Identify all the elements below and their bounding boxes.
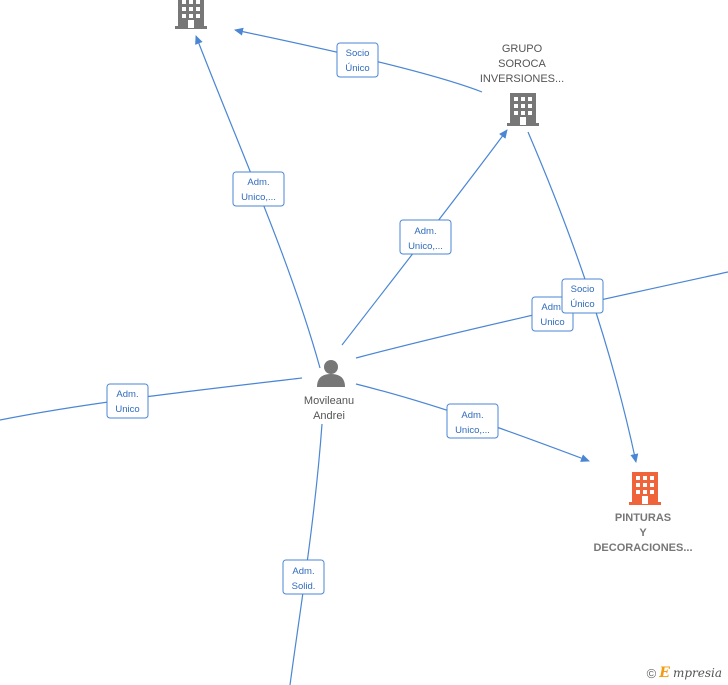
edge-label-line: Unico,... [455,425,490,436]
edge-person-to-bottom [289,423,323,685]
edge-label-line: Adm. [116,389,138,400]
edge-label-line: Unico,... [241,192,276,203]
edge-label-line: Único [345,63,369,74]
edge-label-line: Adm. [414,226,436,237]
edge-label-line: Adm. [247,177,269,188]
edge-label-line: Adm. [541,302,563,313]
edge-label-adm-unico-grupo[interactable]: Adm. Unico,... [399,219,452,255]
node-label-line: Movileanu [304,395,354,407]
brand-initial: E [659,665,670,681]
edge-label-line: Socio [571,284,595,295]
edge-label-line: Solid. [292,581,316,592]
edge-label-line: Unico [540,317,564,328]
copyright-symbol: © [646,665,657,681]
node-label-line: PINTURAS [615,512,671,524]
node-label-line: SOROCA [498,58,546,70]
edge-label-adm-unico-left[interactable]: Adm. Unico [106,383,149,419]
edge-label-line: Socio [346,48,370,59]
node-label-line: DECORACIONES... [593,542,692,554]
edge-label-adm-unico-pinturas[interactable]: Adm. Unico,... [446,403,499,439]
pinturas-node[interactable]: PINTURAS Y DECORACIONES... [593,472,693,554]
edge-label-adm-unico-top[interactable]: Adm. Unico,... [232,171,285,207]
edge-label-line: Único [570,299,594,310]
edge-person-to-left [0,377,303,421]
node-label-line: GRUPO [502,43,543,55]
edge-label-line: Unico [115,404,139,415]
grupo-soroca-node[interactable]: GRUPO SOROCA INVERSIONES... [480,43,564,126]
edge-label-adm-solid[interactable]: Adm. Solid. [282,559,325,595]
edge-label-line: Unico,... [408,241,443,252]
node-label-line: INVERSIONES... [480,73,564,85]
edge-label-socio-unico-top[interactable]: Socio Único [336,42,379,78]
node-label-line: Andrei [313,410,345,422]
brand-name: mpresia [672,666,722,680]
top-company-node[interactable] [175,0,207,29]
person-icon [317,360,345,387]
edge-label-line: Adm. [292,566,314,577]
building-icon [629,472,661,505]
edge-label-line: Adm. [461,410,483,421]
person-node[interactable]: Movileanu Andrei [304,360,354,422]
node-label-line: Y [639,527,647,539]
building-icon [507,93,539,126]
building-icon [175,0,207,29]
edge-label-socio-unico-pinturas[interactable]: Socio Único [561,278,604,314]
